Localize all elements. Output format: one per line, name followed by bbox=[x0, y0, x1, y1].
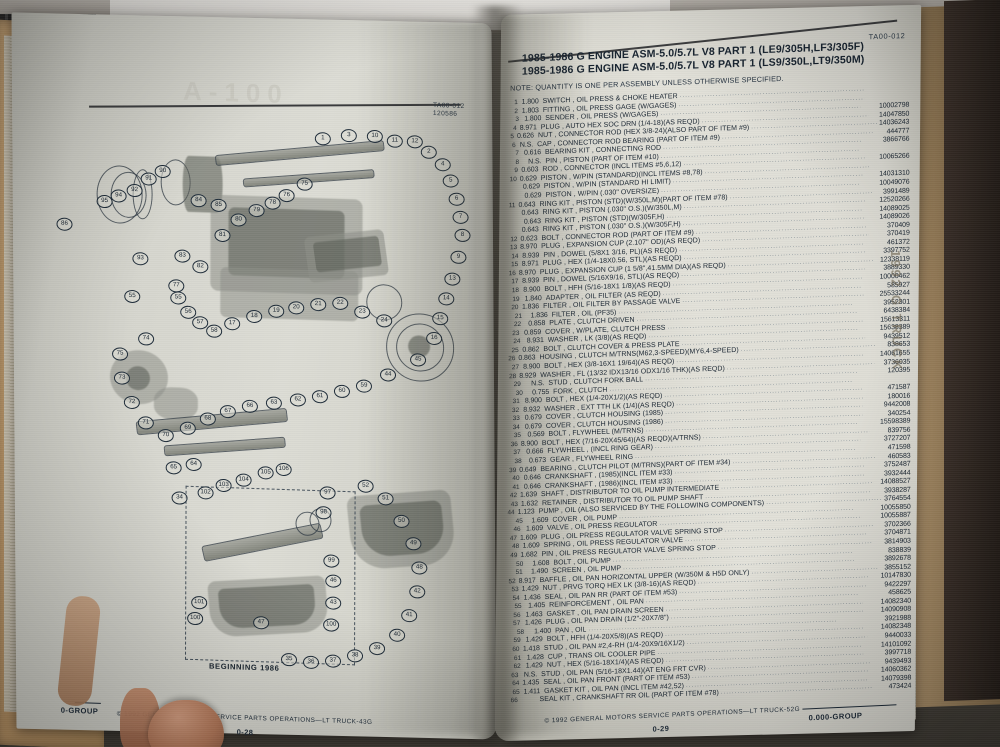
callout-100b[interactable]: 100 bbox=[323, 618, 340, 632]
page-curve-shadow-left bbox=[360, 18, 480, 736]
callout-68[interactable]: 68 bbox=[199, 412, 216, 426]
callout-64[interactable]: 64 bbox=[185, 457, 202, 472]
footer-page-number-left: 0-28 bbox=[236, 727, 254, 737]
book-cover-right-dark-edge bbox=[944, 0, 1000, 702]
callout-93[interactable]: 93 bbox=[132, 251, 149, 266]
callout-65[interactable]: 65 bbox=[165, 461, 182, 475]
callout-98[interactable]: 98 bbox=[315, 506, 332, 520]
callout-19[interactable]: 19 bbox=[268, 304, 285, 319]
callout-58[interactable]: 58 bbox=[206, 324, 223, 338]
callout-73[interactable]: 73 bbox=[113, 371, 131, 385]
callout-63[interactable]: 63 bbox=[265, 396, 282, 410]
callout-17[interactable]: 17 bbox=[224, 317, 241, 331]
callout-79[interactable]: 79 bbox=[248, 203, 265, 218]
callout-85[interactable]: 85 bbox=[210, 198, 227, 213]
cell-part-number: 3866766 bbox=[882, 135, 910, 144]
book-gutter-shadow bbox=[472, 6, 522, 746]
callout-104[interactable]: 104 bbox=[235, 473, 252, 487]
cell-part-number bbox=[866, 98, 909, 100]
callout-46[interactable]: 46 bbox=[325, 574, 342, 588]
callout-66[interactable]: 66 bbox=[241, 399, 258, 414]
callout-18[interactable]: 18 bbox=[246, 309, 263, 324]
callout-61[interactable]: 61 bbox=[311, 389, 328, 404]
callout-90[interactable]: 90 bbox=[154, 164, 171, 179]
callout-71[interactable]: 71 bbox=[137, 416, 154, 430]
callout-70[interactable]: 70 bbox=[157, 428, 174, 443]
callout-55[interactable]: 55 bbox=[124, 289, 141, 304]
callout-82[interactable]: 82 bbox=[192, 259, 209, 274]
callout-36[interactable]: 36 bbox=[302, 655, 320, 670]
callout-43[interactable]: 43 bbox=[325, 596, 342, 610]
callout-34[interactable]: 34 bbox=[171, 491, 188, 505]
callout-55b[interactable]: 55 bbox=[170, 291, 187, 305]
callout-84[interactable]: 84 bbox=[190, 193, 207, 208]
footer-group-left: 0-GROUP bbox=[60, 705, 99, 716]
callout-76[interactable]: 76 bbox=[278, 188, 295, 203]
footer-rule-right bbox=[802, 704, 897, 710]
callout-75[interactable]: 75 bbox=[296, 177, 313, 191]
callout-103[interactable]: 103 bbox=[215, 478, 232, 493]
callout-60[interactable]: 60 bbox=[333, 384, 350, 399]
callout-80[interactable]: 80 bbox=[230, 213, 247, 227]
inset-label: BEGINNING 1986 bbox=[208, 661, 280, 673]
callout-100[interactable]: 100 bbox=[187, 611, 204, 626]
callout-102[interactable]: 102 bbox=[197, 486, 214, 500]
footer-page-number-right: 0-29 bbox=[652, 723, 670, 734]
callout-20[interactable]: 20 bbox=[288, 301, 305, 315]
callout-78[interactable]: 78 bbox=[264, 196, 281, 210]
callout-97[interactable]: 97 bbox=[319, 486, 336, 500]
callout-101[interactable]: 101 bbox=[191, 595, 208, 610]
callout-99[interactable]: 99 bbox=[323, 554, 340, 568]
page-ghost-watermark: A-100 bbox=[182, 75, 289, 110]
callout-69[interactable]: 69 bbox=[179, 421, 196, 436]
callout-72[interactable]: 72 bbox=[123, 395, 140, 410]
callout-83[interactable]: 83 bbox=[174, 249, 191, 263]
callout-81[interactable]: 81 bbox=[214, 228, 231, 243]
callout-3[interactable]: 3 bbox=[340, 128, 357, 143]
cell-part-number bbox=[866, 90, 909, 92]
callout-21[interactable]: 21 bbox=[310, 297, 327, 312]
callout-22[interactable]: 22 bbox=[332, 296, 349, 311]
callout-67[interactable]: 67 bbox=[219, 404, 236, 419]
callout-105[interactable]: 105 bbox=[257, 466, 274, 480]
cell-part-number: 10065266 bbox=[879, 152, 910, 162]
cell-part-number bbox=[863, 149, 910, 151]
callout-91[interactable]: 91 bbox=[140, 172, 157, 186]
hand-thumb bbox=[148, 700, 224, 747]
footer-group-right: 0.000-GROUP bbox=[808, 710, 863, 723]
callout-94[interactable]: 94 bbox=[110, 189, 127, 203]
callout-74[interactable]: 74 bbox=[138, 332, 155, 346]
callout-62[interactable]: 62 bbox=[289, 393, 306, 407]
callout-92[interactable]: 92 bbox=[126, 183, 143, 198]
cell-part-number bbox=[871, 167, 909, 168]
callout-106[interactable]: 106 bbox=[275, 462, 292, 477]
cell-part-number: 473424 bbox=[888, 682, 912, 691]
callout-86[interactable]: 86 bbox=[56, 217, 73, 231]
callout-1[interactable]: 1 bbox=[314, 132, 331, 146]
callout-37[interactable]: 37 bbox=[324, 654, 342, 668]
callout-75b[interactable]: 75 bbox=[112, 347, 129, 361]
callout-47[interactable]: 47 bbox=[253, 615, 270, 630]
callout-35[interactable]: 35 bbox=[280, 652, 298, 667]
